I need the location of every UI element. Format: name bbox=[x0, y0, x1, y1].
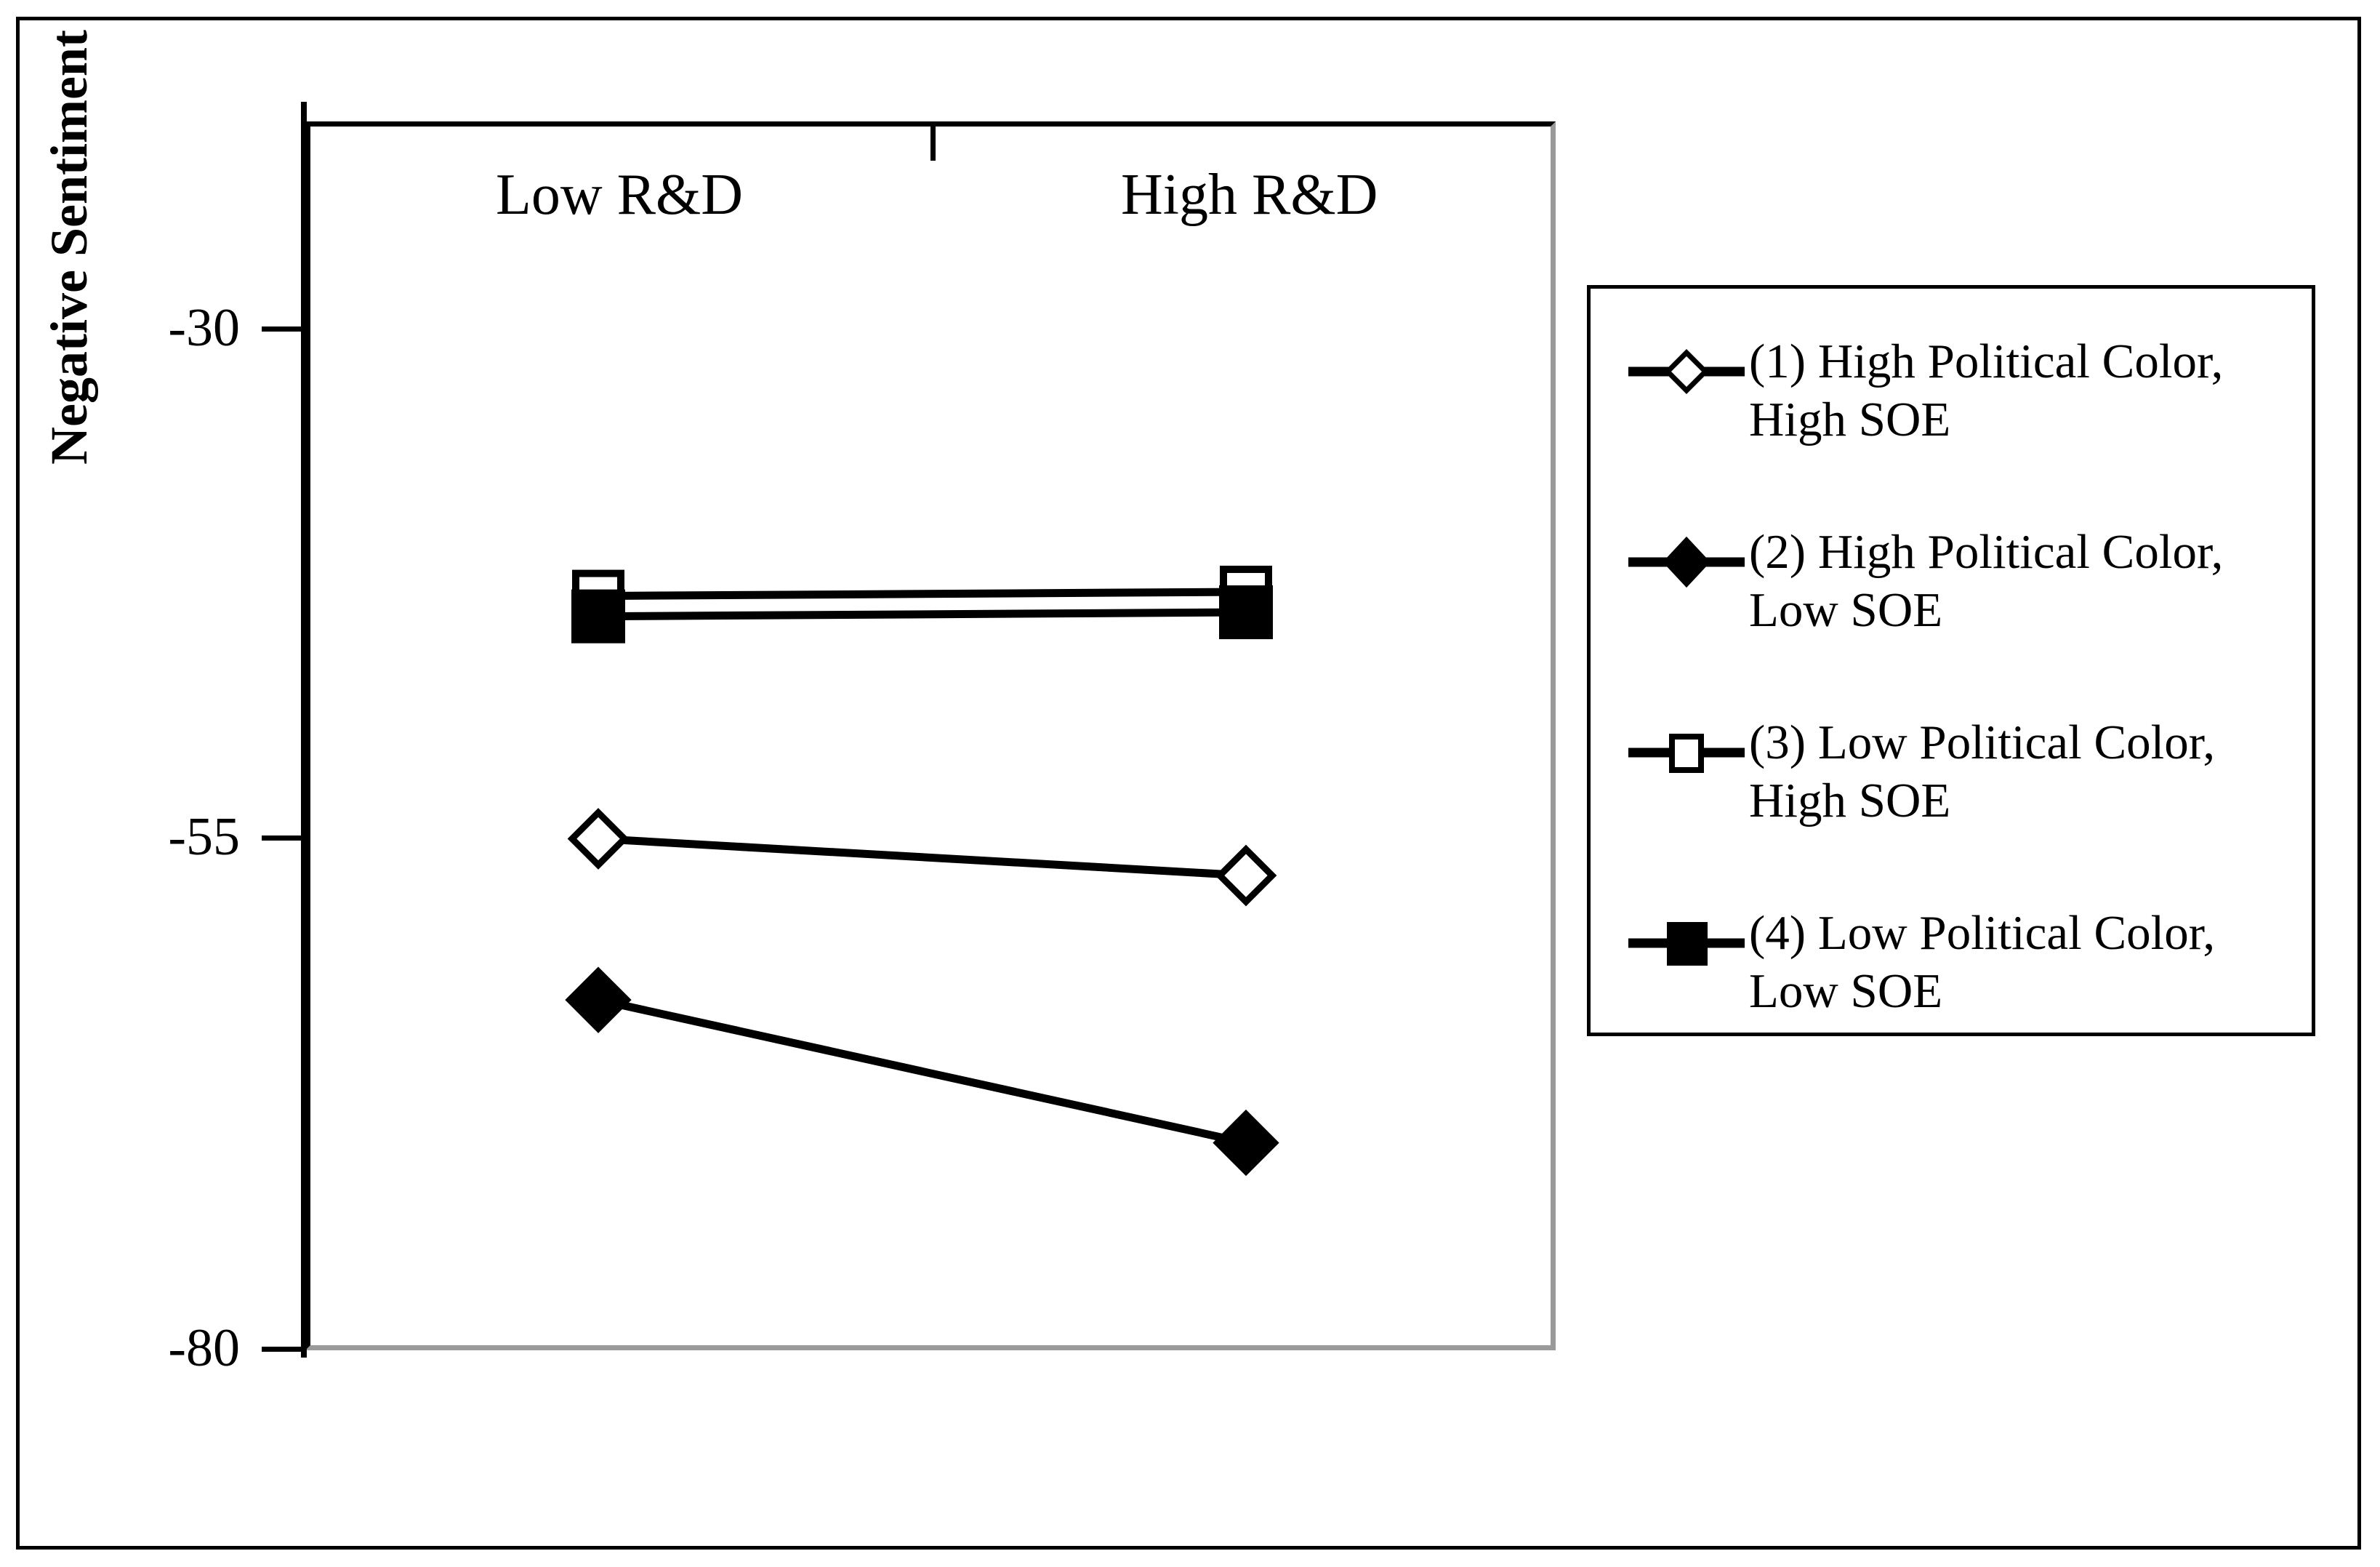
x-category-label-high-rd: High R&D bbox=[1121, 163, 1378, 227]
open-diamond-icon bbox=[1628, 349, 1745, 394]
filled-square-icon bbox=[1628, 922, 1745, 966]
y-tick-label-0: -30 bbox=[168, 298, 240, 358]
plot-area bbox=[305, 121, 1556, 1350]
legend-item-1[interactable]: (1) High Political Color, High SOE bbox=[1591, 334, 2312, 468]
x-category-label-low-rd: Low R&D bbox=[496, 163, 743, 227]
legend-label-2: (2) High Political Color, Low SOE bbox=[1749, 525, 2224, 637]
legend: (1) High Political Color, High SOE (2) H… bbox=[1587, 285, 2315, 1036]
y-tick-label-2: -80 bbox=[168, 1318, 240, 1378]
legend-item-2[interactable]: (2) High Political Color, Low SOE bbox=[1591, 525, 2312, 658]
y-axis-title: Negative Sentiment bbox=[40, 30, 98, 465]
y-tick-mark-1 bbox=[262, 835, 302, 841]
legend-label-3: (3) Low Political Color, High SOE bbox=[1749, 716, 2216, 827]
x-axis-center-tick bbox=[930, 121, 936, 161]
open-square-icon bbox=[1628, 734, 1745, 773]
legend-label-4: (4) Low Political Color, Low SOE bbox=[1749, 906, 2216, 1018]
legend-item-4[interactable]: (4) Low Political Color, Low SOE bbox=[1591, 906, 2312, 1039]
filled-diamond-icon bbox=[1628, 536, 1745, 588]
legend-label-1: (1) High Political Color, High SOE bbox=[1749, 334, 2224, 446]
y-tick-label-1: -55 bbox=[168, 807, 240, 867]
y-tick-mark-2 bbox=[262, 1347, 302, 1352]
legend-item-3[interactable]: (3) Low Political Color, High SOE bbox=[1591, 716, 2312, 849]
y-axis-line bbox=[301, 102, 307, 1358]
y-tick-mark-0 bbox=[262, 326, 302, 332]
